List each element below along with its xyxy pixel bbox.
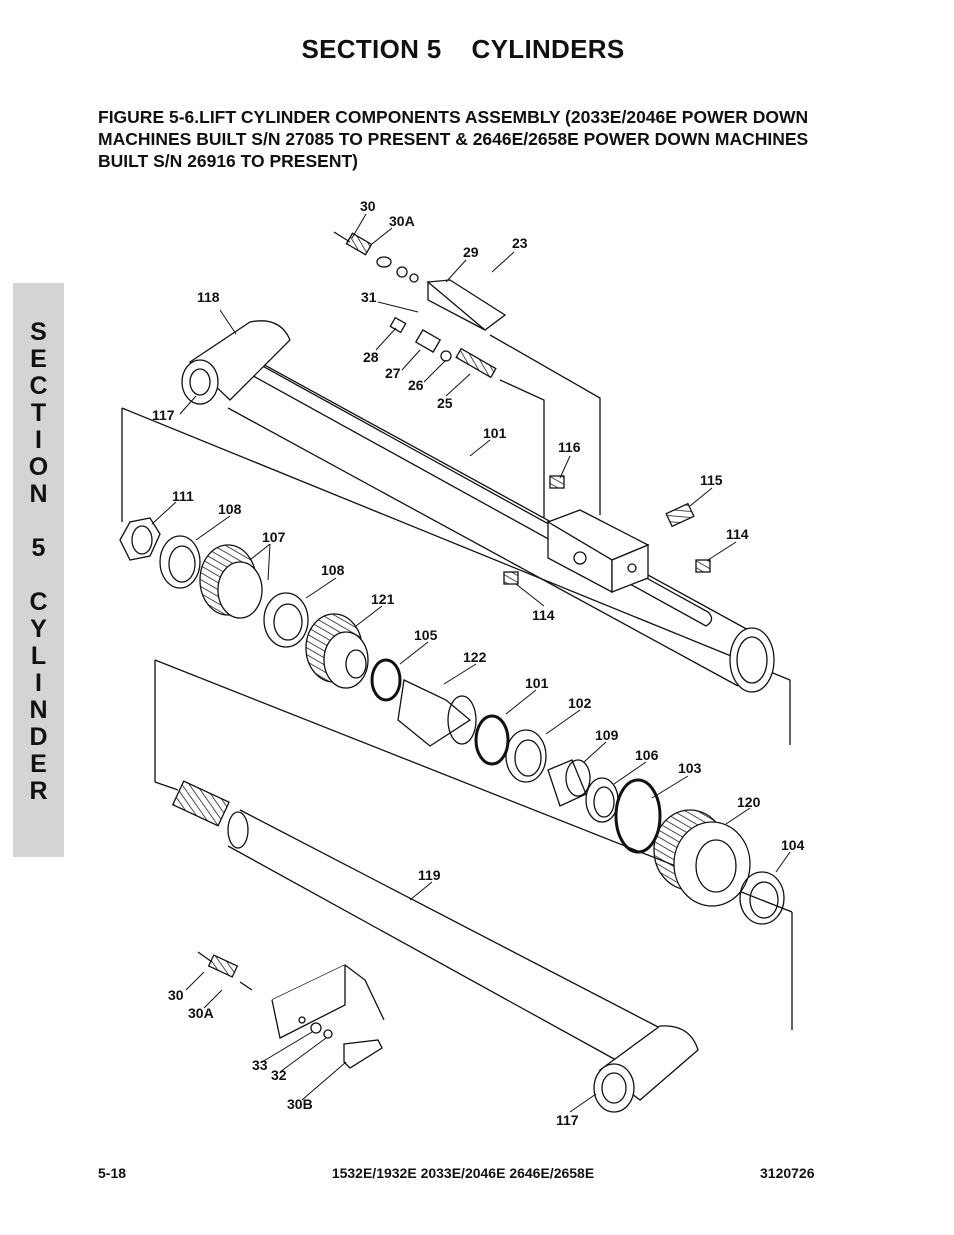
side-tab-letter: N [29, 480, 48, 508]
small-fittings-25-28 [389, 316, 497, 379]
side-tab-letter: D [29, 723, 48, 751]
callout-27: 27 [385, 365, 401, 381]
spacer-122 [397, 679, 477, 747]
figure-title: FIGURE 5-6.LIFT CYLINDER COMPONENTS ASSE… [98, 107, 809, 171]
callout-109: 109 [595, 727, 619, 743]
callout-116: 116 [558, 439, 581, 455]
side-tab-letter: S [30, 318, 47, 346]
callout-31: 31 [361, 289, 377, 305]
fitting-30-top [333, 231, 419, 283]
rod-119 [171, 780, 661, 1061]
callout-117-bottom: 117 [556, 1112, 579, 1128]
explode-line-upper-a [121, 407, 791, 681]
seal-108-a [159, 535, 201, 589]
section-title: SECTION 5 CYLINDERS [301, 34, 625, 64]
callout-115: 115 [700, 472, 723, 488]
leader-block-1 [489, 334, 601, 515]
callout-103: 103 [678, 760, 702, 776]
piston-107 [199, 544, 263, 619]
callout-30-bottom: 30 [168, 987, 184, 1003]
callout-28: 28 [363, 349, 379, 365]
callout-119: 119 [418, 867, 441, 883]
callout-114-left: 114 [532, 607, 555, 623]
callout-114-right: 114 [726, 526, 749, 542]
callout-101-mid: 101 [525, 675, 549, 691]
wiper-104 [739, 871, 785, 925]
side-tab-letter: C [29, 588, 48, 616]
callout-29: 29 [463, 244, 479, 260]
callout-30b: 30B [287, 1096, 313, 1112]
callout-101-top: 101 [483, 425, 507, 441]
leader-block-2 [499, 379, 545, 518]
callout-26: 26 [408, 377, 424, 393]
side-tab-letter: 5 [31, 534, 46, 562]
callout-labels: 30 30A 29 23 31 118 28 27 26 25 117 101 … [152, 198, 805, 1128]
bushing-109 [547, 759, 591, 807]
plate-29 [426, 279, 507, 331]
side-tab-letter: Y [30, 615, 47, 643]
callout-118: 118 [197, 289, 220, 305]
callout-30a-top: 30A [389, 213, 415, 229]
callout-111: 111 [172, 488, 194, 504]
nut-111 [119, 517, 161, 561]
footer-models: 1532E/1932E 2033E/2046E 2646E/2658E [331, 1165, 595, 1181]
valve-block [546, 509, 650, 594]
callout-30a-bottom: 30A [188, 1005, 214, 1021]
side-tab-letter: T [30, 399, 47, 427]
callout-105: 105 [414, 627, 438, 643]
rod-eye-117-bottom [593, 1025, 699, 1113]
plugs-114-116 [503, 475, 711, 585]
callout-102: 102 [568, 695, 592, 711]
fitting-30-bottom [197, 951, 253, 991]
callout-121: 121 [371, 591, 395, 607]
callout-107: 107 [262, 529, 286, 545]
bracket-bottom [271, 964, 385, 1039]
barrel-end-118 [181, 320, 291, 405]
seal-108-b [263, 592, 309, 648]
callout-117-top: 117 [152, 407, 175, 423]
callout-32: 32 [271, 1067, 287, 1083]
callout-104: 104 [781, 837, 805, 853]
cylinder-barrel-101 [227, 344, 775, 693]
side-tab-letter: N [29, 696, 48, 724]
head-121 [305, 613, 369, 689]
callout-23: 23 [512, 235, 528, 251]
side-tab-letter: R [29, 777, 48, 805]
side-tab-letter: C [29, 372, 48, 400]
side-tab-letter: O [28, 453, 49, 481]
callout-30-top: 30 [360, 198, 376, 214]
callout-108-b: 108 [321, 562, 345, 578]
seal-106 [585, 777, 619, 823]
gland-120 [653, 809, 751, 907]
callout-120: 120 [737, 794, 761, 810]
side-tab-letter: I [35, 669, 42, 697]
oring-101 [474, 714, 510, 766]
ring-102 [505, 729, 547, 783]
side-tab-letter: E [30, 345, 47, 373]
side-tab-letter: L [30, 642, 47, 670]
page-number: 5-18 [98, 1165, 127, 1181]
pin-30b [310, 1022, 383, 1069]
leader-lines [151, 213, 791, 1113]
callout-108-a: 108 [218, 501, 242, 517]
explode-line-lower-d [154, 781, 179, 791]
oring-103 [614, 778, 662, 854]
document-number: 3120726 [760, 1165, 815, 1181]
side-tab-letter: E [30, 750, 47, 778]
side-tab-letter: I [35, 426, 42, 454]
callout-122: 122 [463, 649, 487, 665]
callout-25: 25 [437, 395, 453, 411]
oring-105 [370, 658, 402, 702]
callout-33: 33 [252, 1057, 268, 1073]
callout-106: 106 [635, 747, 659, 763]
